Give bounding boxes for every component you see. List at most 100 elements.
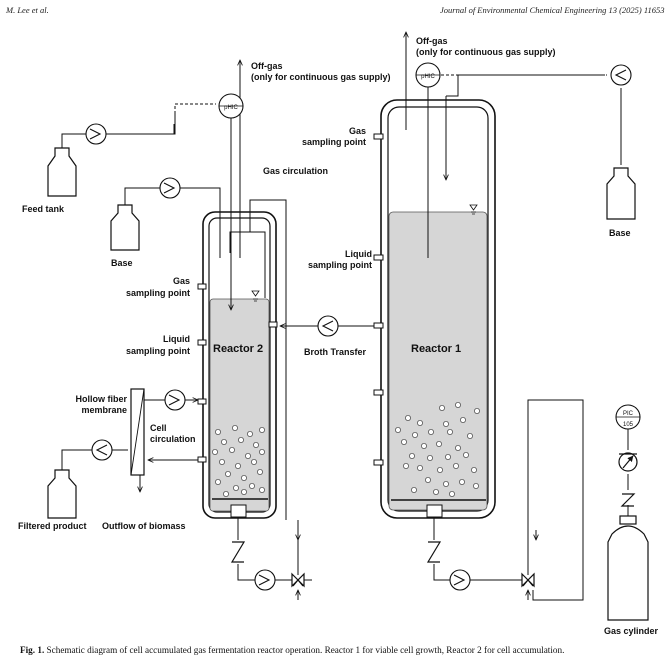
cell-particle [416, 464, 423, 471]
cell-particle [214, 478, 221, 485]
outflow-biomass-label: Outflow of biomass [102, 521, 186, 531]
cell-particles-reactor-1 [394, 401, 480, 497]
filtered-product-label: Filtered product [18, 521, 87, 531]
pump-icon [317, 315, 339, 337]
cell-particle [258, 448, 265, 455]
cell-particle [438, 404, 445, 411]
pump-icon [254, 569, 276, 591]
gas-circulation-label: Gas circulation [263, 166, 328, 176]
caption-label: Fig. 1. [20, 645, 45, 655]
hollow-fiber-label-2: membrane [81, 405, 127, 415]
broth-transfer-label: Broth Transfer [304, 347, 367, 357]
phic-left-label: pHIC [224, 105, 238, 111]
cell-particle [246, 430, 253, 437]
cell-particle [214, 428, 221, 435]
reactor-1 [373, 99, 496, 519]
check-valve-icon [230, 541, 246, 563]
cell-particle [222, 490, 229, 497]
pic-number: 105 [623, 422, 634, 428]
phic-controller-right [415, 62, 441, 88]
pump-icon [91, 439, 113, 461]
offgas-left-note: (only for continuous gas supply) [251, 72, 391, 82]
base-right-label: Base [609, 228, 631, 238]
offgas-left-label: Off-gas [251, 61, 283, 71]
cell-particle [444, 453, 451, 460]
header-authors: M. Lee et al. [6, 5, 49, 15]
hollow-fiber-label-1: Hollow fiber [76, 394, 128, 404]
mass-flow-controller-icon [618, 452, 638, 472]
offgas-right-note: (only for continuous gas supply) [416, 47, 556, 57]
cell-particle [472, 482, 479, 489]
cell-particle [408, 452, 415, 459]
cell-particle [470, 466, 477, 473]
base-bottle-left-icon [110, 204, 140, 251]
cell-particle [458, 478, 465, 485]
cell-particle [234, 462, 241, 469]
cell-particle [224, 470, 231, 477]
cell-particle [244, 452, 251, 459]
cell-particle [411, 431, 418, 438]
pumps [85, 64, 632, 591]
reactor-1-label: Reactor 1 [411, 343, 461, 355]
three-way-valve-icon [521, 572, 535, 588]
base-left-label: Base [111, 258, 133, 268]
cell-particle [426, 454, 433, 461]
cell-particle [454, 401, 461, 408]
cell-particle [427, 428, 434, 435]
cell-circulation-label-1: Cell [150, 423, 167, 433]
cell-particle [252, 441, 259, 448]
cell-particle [432, 488, 439, 495]
cell-particle [240, 488, 247, 495]
cell-particle [448, 490, 455, 497]
cell-particle [452, 462, 459, 469]
filtered-product-tank-icon [47, 469, 77, 519]
cell-particle [240, 474, 247, 481]
gas-cylinder-icon [607, 515, 649, 621]
cell-particles-reactor-2 [211, 424, 265, 497]
cell-particle [394, 426, 401, 433]
gas-sampling-r2-label-2: sampling point [126, 288, 190, 298]
cell-particle [404, 414, 411, 421]
cell-particle [248, 482, 255, 489]
cell-particle [258, 426, 265, 433]
phic-right-label: pHIC [421, 74, 435, 80]
cell-particle [400, 438, 407, 445]
header-journal: Journal of Environmental Chemical Engine… [440, 5, 665, 15]
reactor-schematic: Off-gas (only for continuous gas supply)… [18, 0, 659, 636]
cell-particle [256, 468, 263, 475]
cell-particle [462, 451, 469, 458]
cell-particle [416, 419, 423, 426]
check-valve-icon [426, 541, 442, 563]
reactor-2-label: Reactor 2 [213, 343, 263, 355]
feed-tank-label: Feed tank [22, 204, 65, 214]
cell-particle [220, 438, 227, 445]
liquid-sampling-r2-label-2: sampling point [126, 346, 190, 356]
cell-particle [442, 420, 449, 427]
base-bottle-right-icon [606, 167, 636, 220]
pump-icon [159, 177, 181, 199]
check-valve-icon [620, 493, 636, 507]
offgas-right-label: Off-gas [416, 36, 448, 46]
cell-circulation-label-2: circulation [150, 434, 196, 444]
cell-particle [454, 444, 461, 451]
cell-particle [466, 432, 473, 439]
gas-cylinder-label: Gas cylinder [604, 626, 659, 636]
pump-icon [85, 123, 107, 145]
cell-particle [232, 484, 239, 491]
cell-particle [436, 466, 443, 473]
cell-particle [473, 407, 480, 414]
pump-icon [164, 389, 186, 411]
hollow-fiber-membrane-icon [130, 388, 145, 476]
three-way-valve-icon [291, 572, 305, 588]
pump-icon [449, 569, 471, 591]
cell-particle [218, 458, 225, 465]
gas-sampling-r2-label-1: Gas [173, 276, 190, 286]
cell-particle [435, 440, 442, 447]
cell-particle [446, 428, 453, 435]
feed-tank-icon [47, 147, 77, 197]
liquid-sampling-r1-label-2: sampling point [308, 260, 372, 270]
gas-sampling-r1-label-1: Gas [349, 126, 366, 136]
cell-particle [228, 446, 235, 453]
cell-particle [211, 448, 218, 455]
caption-text: Schematic diagram of cell accumulated ga… [46, 645, 565, 655]
